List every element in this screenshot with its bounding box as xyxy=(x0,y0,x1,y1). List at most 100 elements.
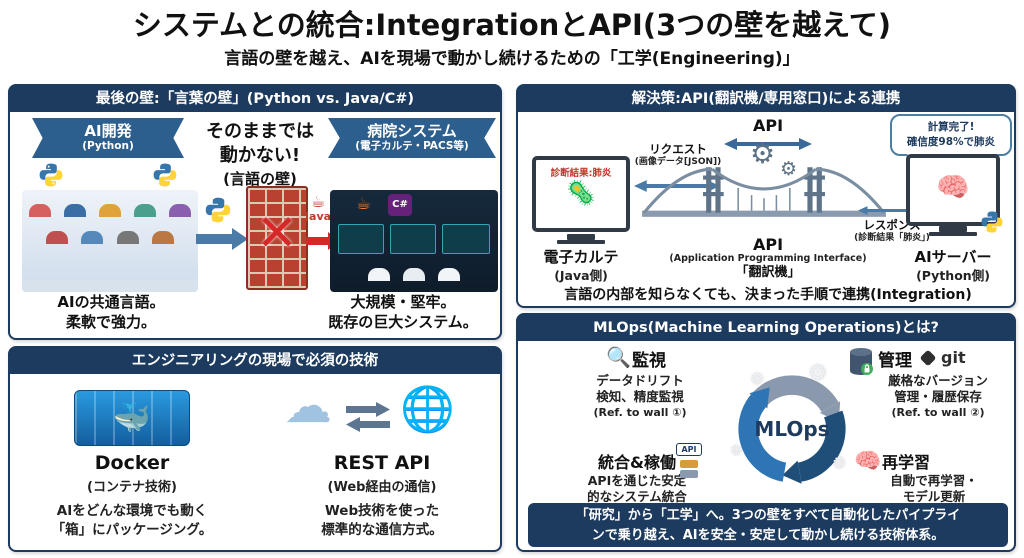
blocked-line2: 動かない! xyxy=(219,145,301,166)
page-subtitle: 言語の壁を越え、AIを現場で動かし続けるための「工学(Engineering)」 xyxy=(224,49,800,69)
ai-server-subtitle: (Python側) xyxy=(916,268,990,283)
monitor-stand xyxy=(567,234,595,240)
desk xyxy=(22,280,198,292)
request-title: リクエスト xyxy=(649,142,707,156)
emr-label: 電子カルテ (Java側) xyxy=(518,248,644,284)
person-figure xyxy=(151,230,174,244)
docker-container-illustration: 🐳 xyxy=(74,390,190,446)
virus-icon: 🦠 xyxy=(566,179,596,207)
request-label: リクエスト (画像データ[JSON]) xyxy=(628,142,728,168)
emr-subtitle: (Java側) xyxy=(554,268,608,283)
api-top-label: API xyxy=(752,116,784,135)
brain-icon: 🧠 xyxy=(854,449,882,474)
mlops-retrain-lines: 自動で再学習・ モデル更新 xyxy=(864,473,1004,505)
panel-engineering-tech-header: エンジニアリングの現場で必須の技術 xyxy=(10,348,500,374)
doctor-figure xyxy=(403,267,425,281)
doctor-figure xyxy=(367,267,390,281)
panel-mlops-header: MLOps(Machine Learning Operations)とは? xyxy=(518,315,1014,341)
blocked-line3: (言語の壁) xyxy=(223,170,297,188)
emr-screen-text: 診断結果:肺炎 xyxy=(550,168,612,179)
mlops-integrate-line1: APIを通じた安定 xyxy=(587,473,687,488)
ai-dev-banner-title: AI開発 xyxy=(84,122,132,141)
ai-server-monitor: 🧠 xyxy=(906,154,1000,226)
hospital-banner: 病院システム (電子カルテ・PACS等) xyxy=(328,118,496,158)
git-icon xyxy=(919,349,937,367)
mlops-monitor-lines: データドリフト 検知、精度監視 (Ref. to wall ①) xyxy=(570,373,710,421)
hospital-banner-title: 病院システム xyxy=(367,122,457,141)
hospital-screen xyxy=(390,224,436,254)
panel-mlops: MLOps(Machine Learning Operations)とは? ML… xyxy=(516,313,1016,552)
gear-icon: ⚙ xyxy=(750,369,765,388)
team-photo-row xyxy=(22,217,198,244)
monitor-base xyxy=(557,240,605,244)
hospital-caption-line2: 既存の巨大システム。 xyxy=(328,313,478,331)
java-label: Java xyxy=(304,210,332,223)
database-lock-icon xyxy=(848,347,874,377)
docker-caption: AIをどんな環境でも動く 「箱」にパッケージング。 xyxy=(10,502,254,540)
bidirectional-arrows-icon xyxy=(344,400,392,434)
request-subtitle: (画像データ[JSON]) xyxy=(634,157,722,167)
mlops-monitor-line2: 検知、精度監視 xyxy=(596,389,684,404)
ai-server-title: AIサーバー xyxy=(914,248,992,266)
integration-note: 言語の内部を知らなくても、決まった手順で連携(Integration) xyxy=(564,287,972,303)
doctors-row xyxy=(330,254,498,281)
mlops-monitor-line1: データドリフト xyxy=(596,373,684,388)
python-caption: AIの共通言語。 柔軟で強力。 xyxy=(16,292,206,332)
gear-icon: ⚙ xyxy=(780,158,798,180)
docker-caption-line1: AIをどんな環境でも動く xyxy=(56,503,208,519)
ai-server-label: AIサーバー (Python側) xyxy=(896,248,1010,284)
hospital-screen xyxy=(442,224,490,254)
mlops-retrain-line1: 自動で再学習・ xyxy=(890,473,978,488)
hospital-screen xyxy=(338,224,384,254)
mlops-manage-ref: (Ref. to wall ②) xyxy=(891,406,985,419)
gear-icon: ⚙ xyxy=(730,443,743,459)
docker-title: Docker xyxy=(94,452,170,474)
api-bridge-illustration xyxy=(640,148,888,234)
person-figure xyxy=(116,230,139,244)
panel-api-solution: 解決策:API(翻訳機/専用窓口)による連携 API 計算完了! 確信度98%で… xyxy=(516,84,1016,308)
python-icon xyxy=(204,196,232,224)
api-chip: API xyxy=(676,443,702,456)
python-icon xyxy=(980,210,1004,234)
rest-api-caption-line1: Web技術を使った xyxy=(324,503,440,519)
container-icon xyxy=(680,470,698,478)
git-label: git xyxy=(941,348,966,367)
ai-dev-banner: AI開発 (Python) xyxy=(32,118,184,158)
bridge-api-title: API xyxy=(752,235,784,254)
banner-line1: 「研究」から「工学」へ。3つの壁をすべて自動化したパイプライ xyxy=(575,508,961,523)
python-caption-line1: AIの共通言語。 xyxy=(57,293,165,311)
mlops-bottom-banner: 「研究」から「工学」へ。3つの壁をすべて自動化したパイプライ ンで乗り越え、AI… xyxy=(528,503,1008,547)
panel-api-solution-header: 解決策:API(翻訳機/専用窓口)による連携 xyxy=(518,86,1014,112)
team-photo xyxy=(22,190,198,292)
api-top-arrow xyxy=(724,136,812,150)
panel-language-wall-header: 最後の壁:「言葉の壁」(Python vs. Java/C#) xyxy=(10,86,500,112)
java-logo: ☕ Java xyxy=(300,192,336,222)
banner-line2: ンで乗り越え、AIを安全・安定して動かし続ける技術体系。 xyxy=(591,528,945,543)
mlops-manage-line2: 管理・履歴保存 xyxy=(894,389,982,404)
bridge-api-nickname: 「翻訳機」 xyxy=(735,265,801,280)
hospital-banner-sub: (電子カルテ・PACS等) xyxy=(355,140,469,153)
person-figure xyxy=(46,230,69,244)
doctor-figure xyxy=(438,267,461,281)
docker-caption-line2: 「箱」にパッケージング。 xyxy=(51,522,213,538)
page-title: システムとの統合:IntegrationとAPI(3つの壁を越えて) xyxy=(132,8,892,42)
emr-title: 電子カルテ xyxy=(543,248,619,266)
mlops-monitor-ref: (Ref. to wall ①) xyxy=(593,406,687,419)
person-figure xyxy=(99,203,121,217)
python-caption-line2: 柔軟で強力。 xyxy=(65,313,156,331)
magnifier-icon: 🔍 xyxy=(606,345,631,369)
hospital-caption: 大規模・堅牢。 既存の巨大システム。 xyxy=(308,292,498,332)
python-icon xyxy=(38,162,64,188)
rest-api-caption-line2: 標準的な通信方式。 xyxy=(321,522,443,538)
rest-api-title: REST API xyxy=(333,452,431,474)
person-figure xyxy=(134,203,157,217)
panel-engineering-tech: エンジニアリングの現場で必須の技術 🐳 Docker (コンテナ技術) AIをど… xyxy=(8,346,502,552)
mlops-integrate-line2: 的なシステム統合 xyxy=(587,489,687,504)
mlops-manage-title: 管理 xyxy=(878,351,912,371)
monitor-stand xyxy=(939,226,967,232)
java-coffee-icon: ☕ xyxy=(356,194,372,214)
brain-icon: 🧠 xyxy=(936,172,970,203)
mlops-cycle-diagram: MLOps ⚙ ⚙ ⚙ ⚙ xyxy=(714,351,870,507)
rest-api-caption: Web技術を使った 標準的な通信方式。 xyxy=(260,502,504,540)
